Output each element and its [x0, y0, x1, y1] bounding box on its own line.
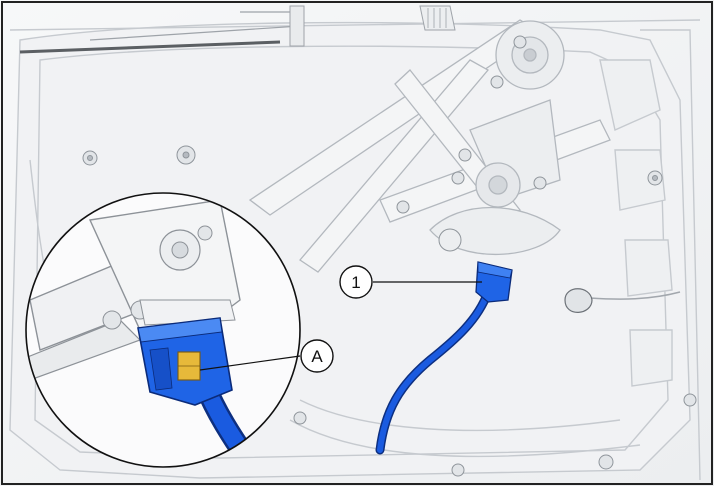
handle-cable — [564, 288, 681, 313]
callout-1-label: 1 — [351, 273, 360, 292]
magnified-detail-circle — [25, 192, 301, 468]
callout-1: 1 — [339, 265, 482, 299]
top-rail — [19, 5, 456, 54]
harness-connector — [375, 261, 513, 455]
callout-a: A — [199, 339, 334, 373]
window-regulator-illustration — [248, 19, 611, 273]
callout-a-label: A — [311, 347, 323, 366]
bolt-group — [82, 35, 697, 477]
